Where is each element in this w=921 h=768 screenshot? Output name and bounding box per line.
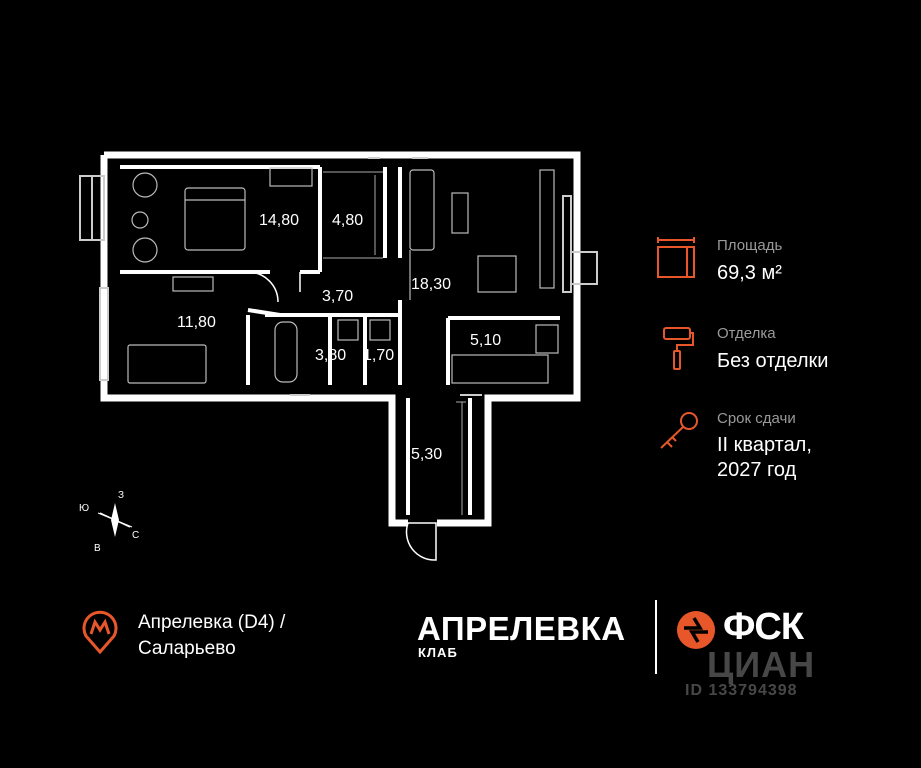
delivery-line2: 2027 год [717, 459, 797, 481]
fsk-logo-icon [677, 611, 715, 649]
watermark-id: ID 133794398 [685, 682, 798, 699]
metro-station-1: Апрелевка (D4) / [138, 612, 286, 633]
outer-walls [100, 151, 581, 527]
room-area-wc: 1,70 [363, 347, 395, 364]
project-logo-subtitle: КЛАБ [418, 645, 458, 660]
metro-station-2: Саларьево [138, 638, 236, 659]
metro-pin-icon [82, 610, 118, 654]
paint-roller-icon [663, 327, 694, 370]
key-icon [660, 412, 698, 449]
windows [79, 157, 598, 396]
furniture [127, 167, 559, 384]
watermark-logo: ЦИАН [707, 644, 816, 685]
compass-icon [97, 503, 133, 537]
room-area-corridor: 5,30 [411, 446, 443, 463]
compass-east: С [132, 530, 140, 541]
room-area-living-room: 18,30 [411, 276, 452, 293]
room-area-kitchen: 5,10 [470, 332, 502, 349]
wardrobe-hatching [323, 171, 466, 515]
room-area-bedroom-large: 14,80 [259, 212, 300, 229]
developer-name: ФСК [723, 606, 804, 648]
delivery-line1: II квартал, [717, 434, 812, 456]
compass-south: В [94, 543, 101, 554]
compass-west: Ю [79, 503, 90, 514]
area-title: Площадь [717, 237, 783, 254]
finish-value: Без отделки [717, 350, 829, 372]
project-logo-title: АПРЕЛЕВКА [417, 610, 626, 647]
compass-north: З [118, 490, 125, 501]
doors [247, 271, 437, 561]
room-area-icon [657, 237, 695, 278]
room-area-bedroom-small: 11,80 [177, 314, 216, 331]
room-area-bathroom: 3,80 [315, 347, 347, 364]
finish-title: Отделка [717, 325, 776, 342]
room-area-hall: 3,70 [322, 288, 354, 305]
area-value: 69,3 м² [717, 262, 782, 284]
room-area-wardrobe: 4,80 [332, 212, 364, 229]
interior-walls [120, 165, 560, 515]
brand-divider [655, 600, 657, 674]
delivery-title: Срок сдачи [717, 410, 796, 427]
